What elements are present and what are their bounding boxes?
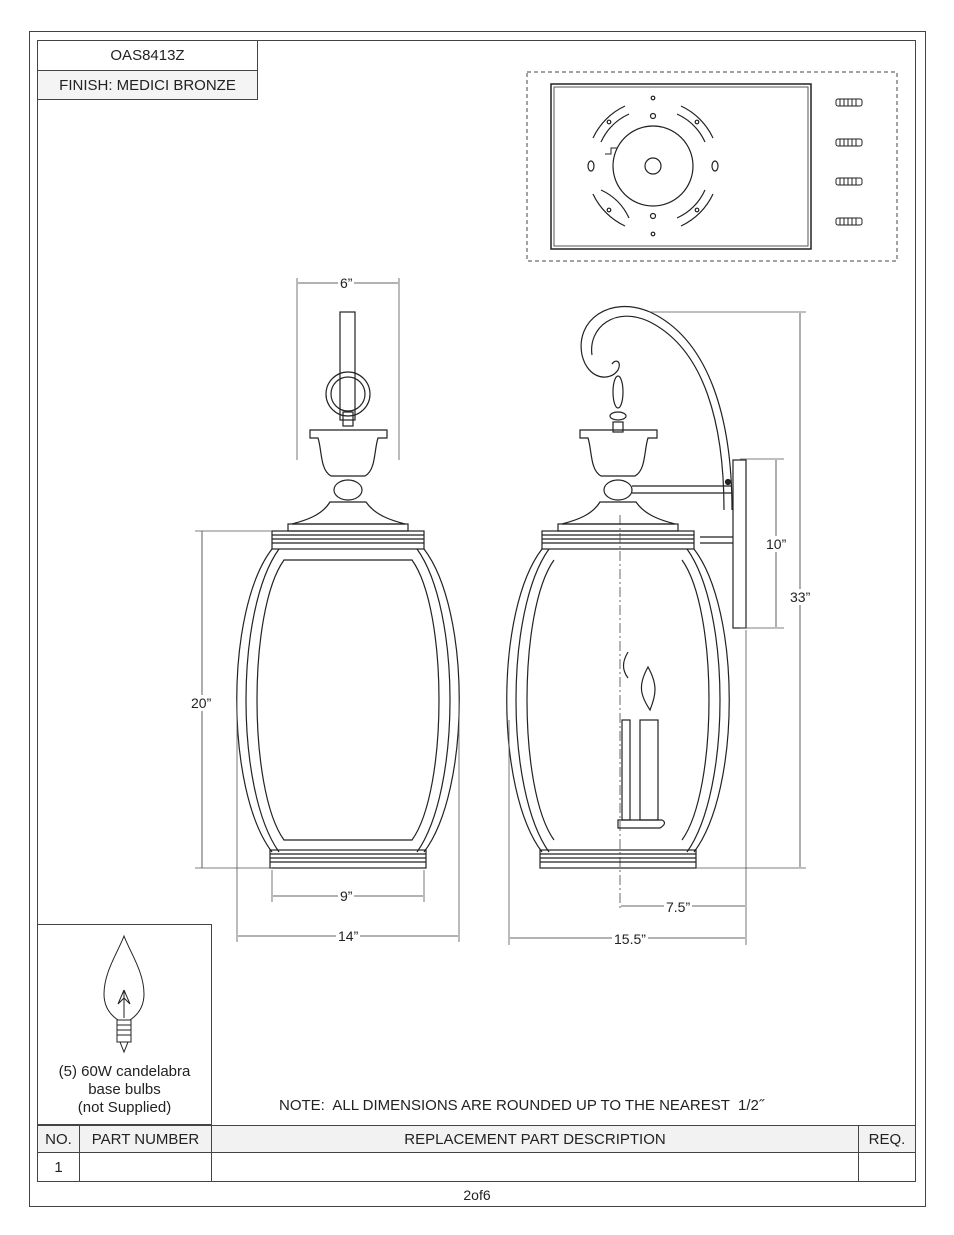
row-1-description[interactable] [211, 1152, 859, 1182]
dim-front-overall-width: 14” [336, 928, 361, 944]
side-view-drawing [506, 306, 806, 945]
bulb-spec-text: (5) 60W candelabra base bulbs (not Suppl… [37, 1063, 212, 1117]
page-number: 2of6 [463, 1187, 491, 1203]
bulb-spec-line3: (not Supplied) [77, 1099, 172, 1116]
col-header-no: NO. [37, 1125, 80, 1153]
dim-body-height: 20” [189, 695, 214, 711]
model-number: OAS8413Z [37, 40, 258, 71]
row-1-req[interactable] [858, 1152, 916, 1182]
row-1-no: 1 [37, 1152, 80, 1182]
col-header-description: REPLACEMENT PART DESCRIPTION [211, 1125, 859, 1153]
col-header-req: REQ. [858, 1125, 916, 1153]
dim-top-width: 6” [338, 275, 355, 291]
dim-bottom-width: 9” [338, 888, 355, 904]
bulb-info-box [37, 924, 212, 1125]
col-header-part-number: PART NUMBER [79, 1125, 212, 1153]
finish-text: FINISH: MEDICI BRONZE [59, 76, 236, 94]
bulb-spec-line1: (5) 60W candelabra [58, 1063, 191, 1080]
candelabra-bulb-icon [103, 934, 145, 1054]
dim-overall-extension: 15.5” [612, 931, 648, 947]
row-1-part-number[interactable] [79, 1152, 212, 1182]
bulb-spec-line2: base bulbs [88, 1081, 161, 1098]
outer-border [29, 31, 926, 1207]
finish-label: FINISH: MEDICI BRONZE [37, 70, 258, 100]
model-number-text: OAS8413Z [110, 47, 185, 64]
dim-extension-center: 7.5” [664, 899, 693, 915]
dimension-note: NOTE: ALL DIMENSIONS ARE ROUNDED UP TO T… [279, 1097, 764, 1114]
dim-backplate-height: 10” [764, 536, 789, 552]
parts-table: NO. PART NUMBER REPLACEMENT PART DESCRIP… [37, 1125, 916, 1182]
dim-overall-height: 33” [788, 589, 813, 605]
mounting-plate-detail [526, 71, 898, 262]
front-view-drawing [195, 278, 460, 942]
